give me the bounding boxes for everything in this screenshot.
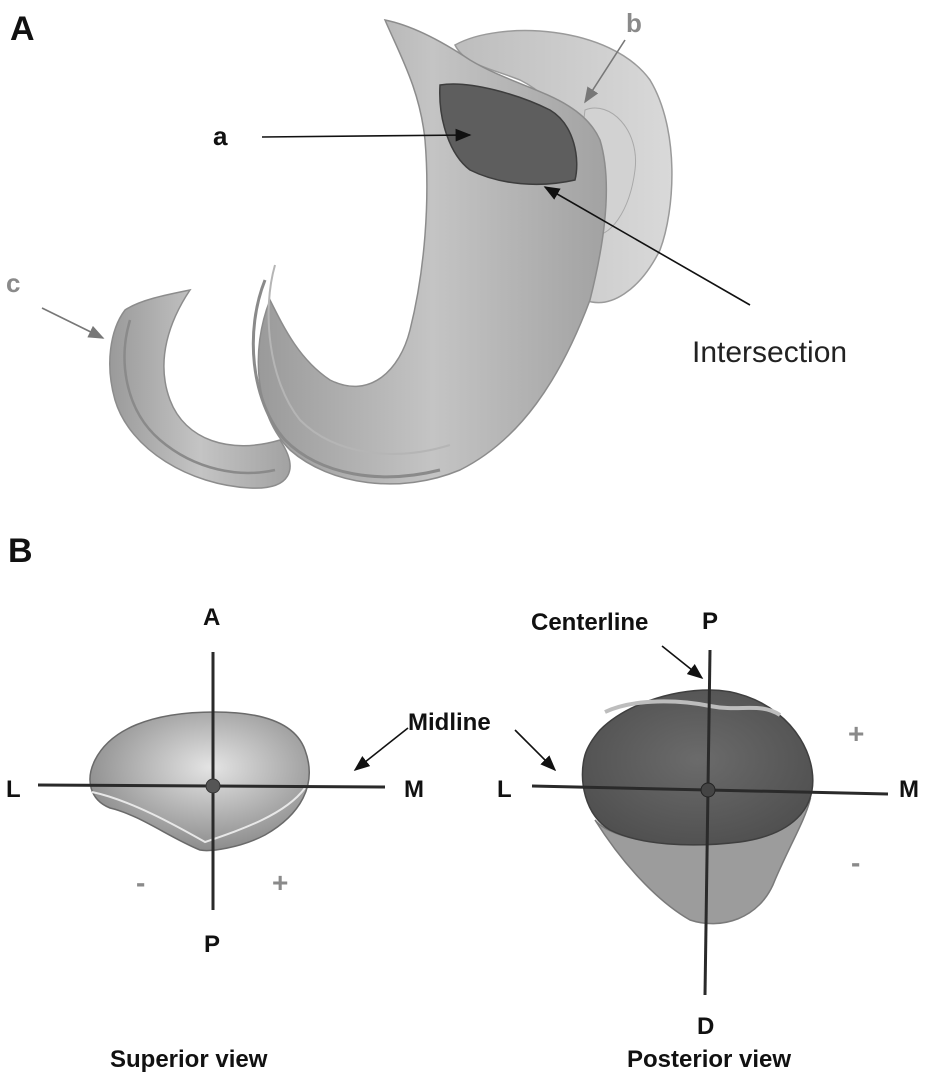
posterior-origin xyxy=(701,783,715,797)
panel-b: B A P L M - + Superior view Midline xyxy=(6,532,919,1073)
label-a: a xyxy=(213,121,228,151)
superior-view: A P L M - + Superior view xyxy=(6,604,424,1073)
superior-origin xyxy=(206,779,220,793)
label-b: b xyxy=(626,8,642,38)
panel-a-label: A xyxy=(10,10,35,48)
posterior-view: P D L M + - Centerline Posterior view xyxy=(497,608,919,1073)
posterior-label-p: P xyxy=(702,608,718,635)
superior-label-p: P xyxy=(204,931,220,958)
posterior-sign-plus: + xyxy=(848,718,864,749)
posterior-label-l: L xyxy=(497,776,512,803)
posterior-caption: Posterior view xyxy=(627,1046,791,1073)
midline-arrow-posterior xyxy=(515,730,555,770)
superior-label-l: L xyxy=(6,776,21,803)
superior-sign-minus: - xyxy=(136,867,145,898)
posterior-label-m: M xyxy=(899,776,919,803)
panel-b-label: B xyxy=(8,532,33,570)
centerline-label: Centerline xyxy=(531,609,648,636)
label-c: c xyxy=(6,268,20,298)
superior-caption: Superior view xyxy=(110,1046,268,1073)
arrow-c xyxy=(42,308,103,338)
centerline-arrow xyxy=(662,646,702,678)
label-intersection: Intersection xyxy=(692,336,847,369)
midline-arrow-superior xyxy=(355,728,408,770)
superior-label-a: A xyxy=(203,604,220,631)
midline-label: Midline xyxy=(408,709,491,736)
posterior-sign-minus: - xyxy=(851,847,860,878)
panel-a: A a b c Intersection xyxy=(6,8,847,488)
superior-sign-plus: + xyxy=(272,867,288,898)
superior-label-m: M xyxy=(404,776,424,803)
superior-shape xyxy=(90,712,309,850)
posterior-label-d: D xyxy=(697,1013,714,1040)
